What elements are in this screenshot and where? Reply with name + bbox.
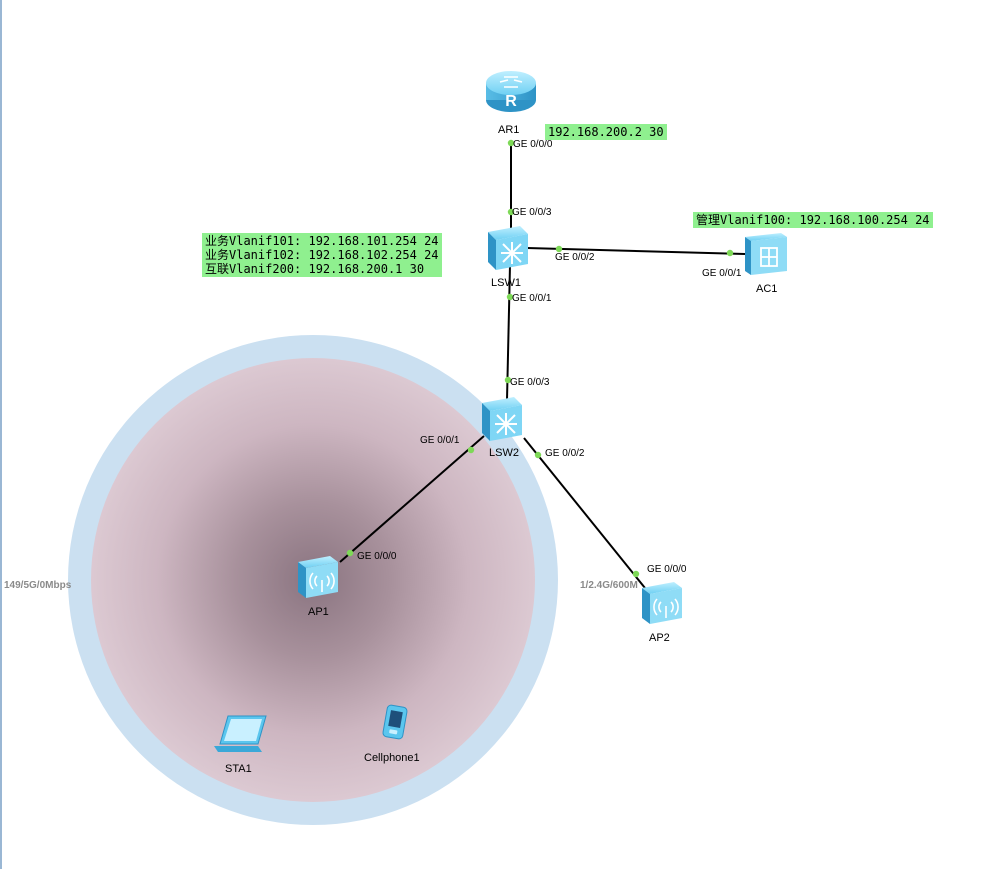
laptop-icon[interactable] [214,715,267,752]
link-lsw2-ap1[interactable] [339,435,485,563]
ap1-radio-label: 149/5G/0Mbps [4,580,72,591]
switch-icon[interactable] [488,226,528,270]
port-label-ap2-ge000: GE 0/0/0 [647,564,687,575]
port-label-ap1-ge000: GE 0/0/0 [357,551,397,562]
cellphone1-label: Cellphone1 [364,752,420,764]
cellphone-icon[interactable] [382,704,408,740]
port-label-lsw1-ge001: GE 0/0/1 [512,293,552,304]
port-label-lsw1-ge003: GE 0/0/3 [512,207,552,218]
ac1-label: AC1 [756,283,777,295]
link-lsw1-ac1[interactable] [526,247,746,255]
port-dots [346,139,734,578]
ap1-label: AP1 [308,606,329,618]
port-label-lsw2-ge002: GE 0/0/2 [545,448,585,459]
sta1-label: STA1 [225,763,252,775]
lsw1-note-line-1: 业务Vlanif101: 192.168.101.254 24 [205,234,439,248]
ap2-label: AP2 [649,632,670,644]
access-controller-icon[interactable] [745,233,787,275]
access-point-icon[interactable] [298,556,338,598]
port-label-lsw1-ge002: GE 0/0/2 [555,252,595,263]
ar1-ip-note[interactable]: 192.168.200.2 30 [545,124,667,140]
router-icon[interactable]: R [486,71,536,112]
port-label-ac1-ge001: GE 0/0/1 [702,268,742,279]
ap2-radio-label: 1/2.4G/600M [580,580,638,591]
lsw1-note-line-3: 互联Vlanif200: 192.168.200.1 30 [205,262,425,276]
port-label-lsw2-ge003: GE 0/0/3 [510,377,550,388]
link-lsw2-ap2[interactable] [523,437,646,589]
svg-text:R: R [505,93,517,110]
lsw2-label: LSW2 [489,447,519,459]
ac1-management-note[interactable]: 管理Vlanif100: 192.168.100.254 24 [693,212,933,228]
ar1-label: AR1 [498,124,519,136]
lsw1-label: LSW1 [491,277,521,289]
switch-icon[interactable] [482,397,522,441]
access-point-icon[interactable] [642,582,682,624]
canvas-left-border [0,0,2,869]
lsw1-note-line-2: 业务Vlanif102: 192.168.102.254 24 [205,248,439,262]
port-label-lsw2-ge001: GE 0/0/1 [420,435,460,446]
port-label-ar1-ge000: GE 0/0/0 [513,139,553,150]
